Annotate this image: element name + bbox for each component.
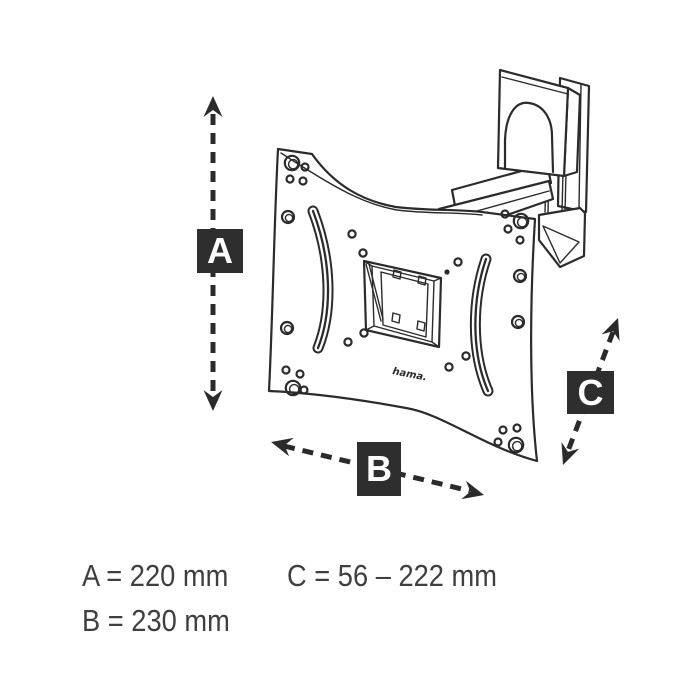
- mounting-holes: [279, 154, 530, 454]
- wall-cover-cap: [496, 68, 582, 178]
- arrowhead-down-icon: [203, 390, 223, 411]
- wall-bracket-lower: [537, 206, 587, 269]
- dimension-label-b: B: [357, 442, 401, 496]
- measurement-a: A = 220 mm: [82, 558, 229, 593]
- arrowhead-upright-icon: [601, 318, 620, 341]
- measurement-b: B = 230 mm: [82, 603, 230, 638]
- arrowhead-left-icon: [271, 437, 294, 457]
- arrowhead-downleft-icon: [561, 442, 580, 465]
- dimension-label-a: A: [197, 229, 243, 273]
- vesa-curved-slots: [307, 205, 494, 397]
- dimension-label-c: C: [567, 371, 614, 414]
- center-vesa-opening: [362, 259, 443, 349]
- arrowhead-up-icon: [203, 96, 223, 117]
- measurement-c: C = 56 – 222 mm: [287, 558, 498, 593]
- vesa-plate: [267, 147, 539, 463]
- arrowhead-right-icon: [461, 480, 484, 500]
